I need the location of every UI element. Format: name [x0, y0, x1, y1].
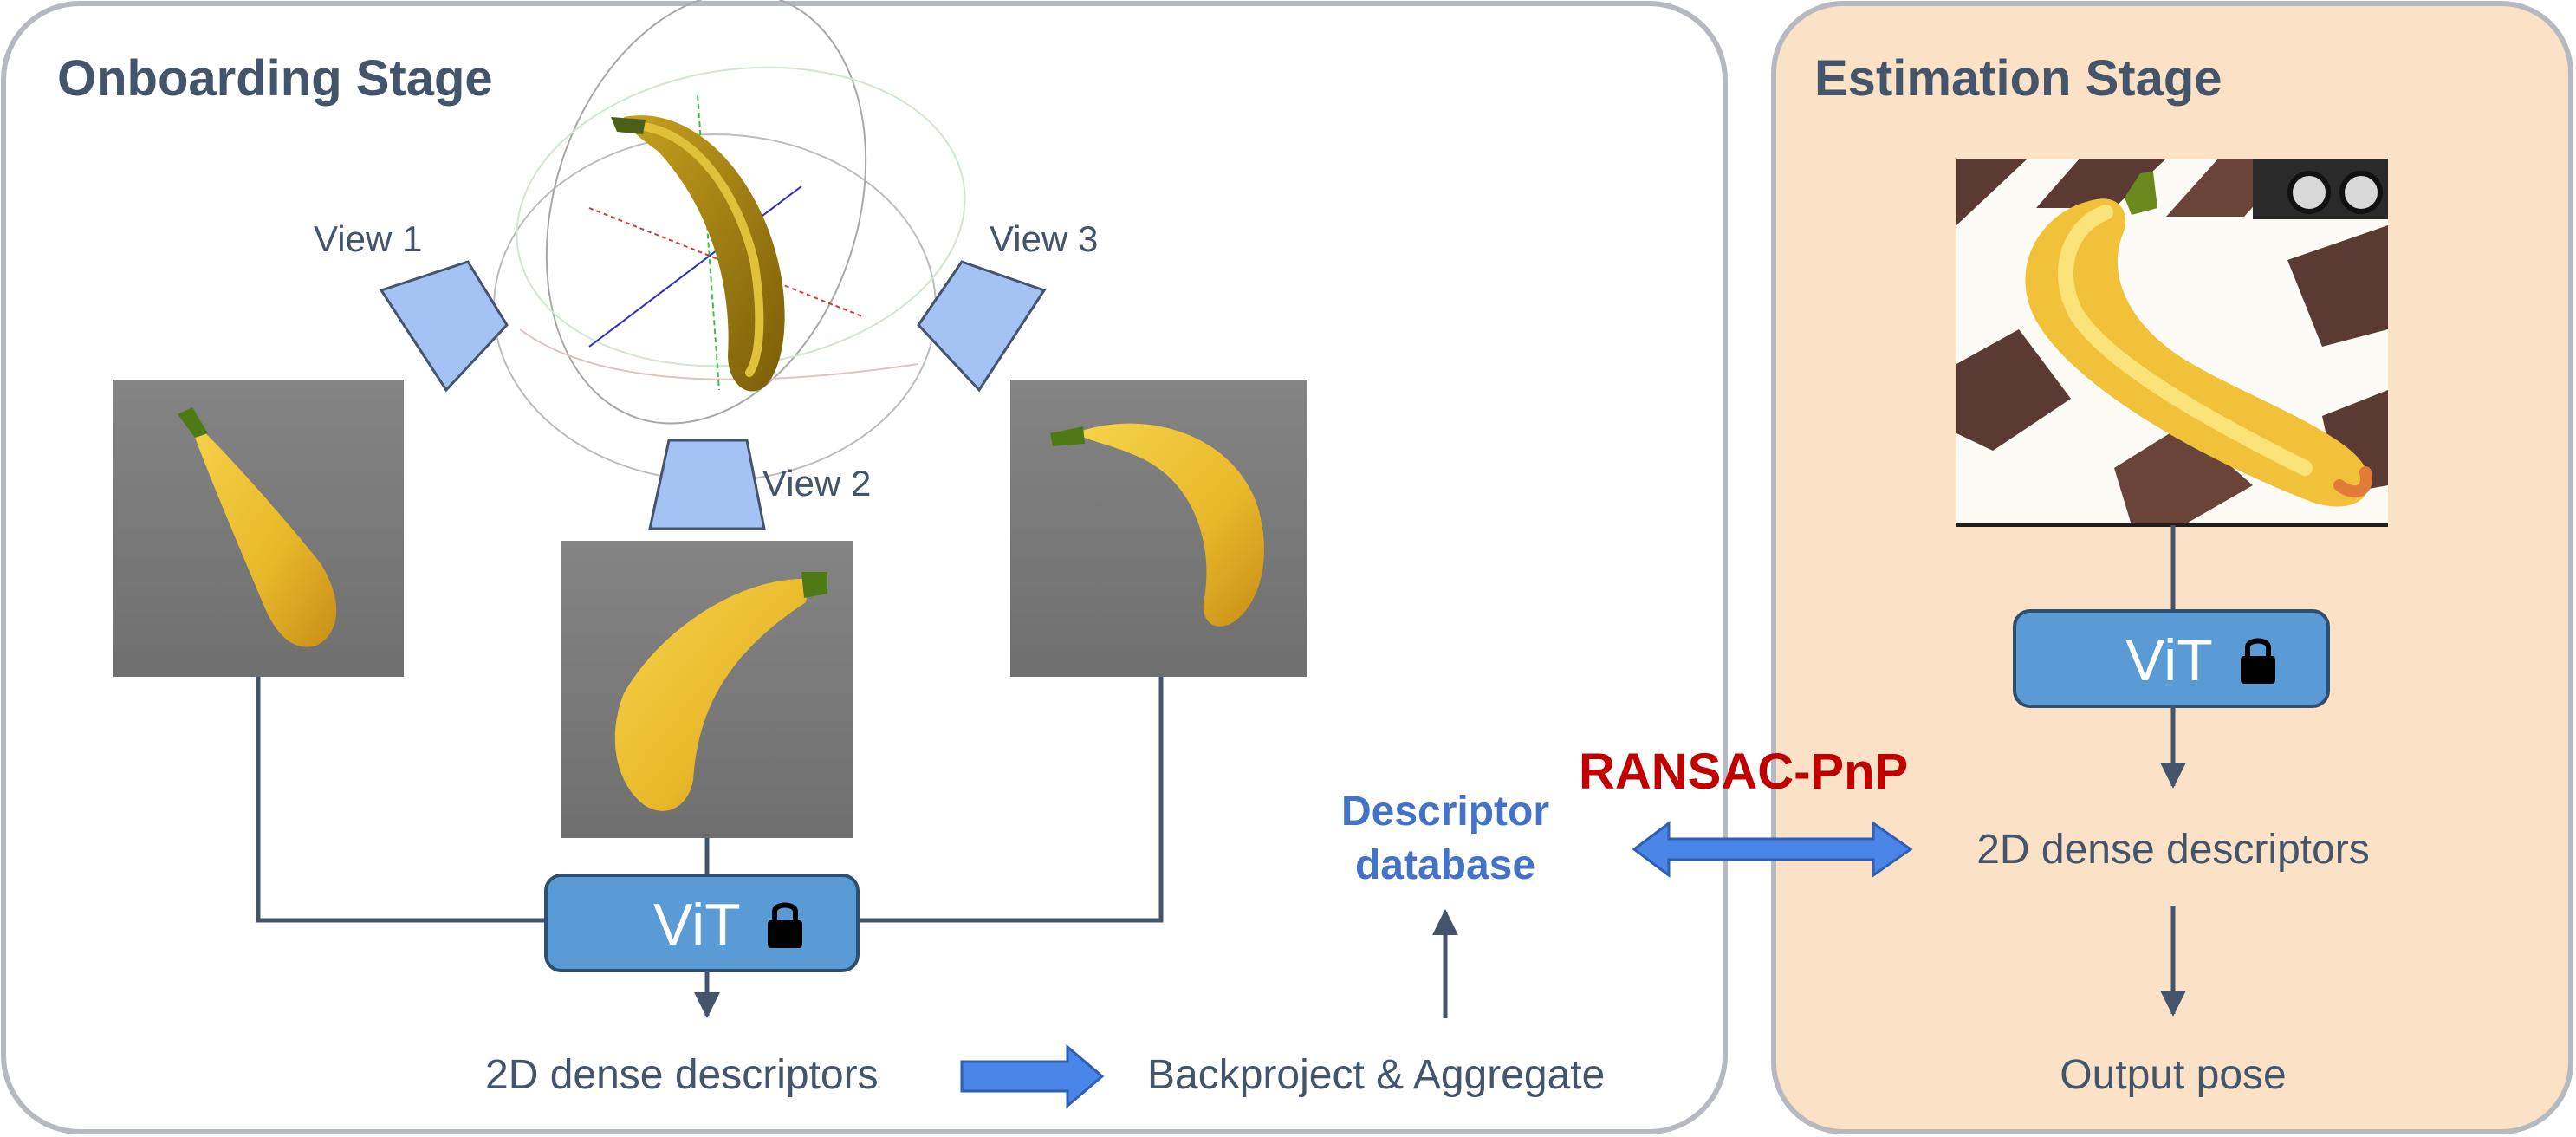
- vit-label-onboarding: ViT: [653, 892, 741, 958]
- arrow-to-backproject: [960, 1043, 1105, 1109]
- camera-view-1: [379, 260, 509, 393]
- descriptors-label-estimation: 2D dense descriptors: [1976, 827, 2370, 873]
- vit-label-estimation: ViT: [2125, 627, 2213, 693]
- render-view-2: [561, 541, 853, 838]
- render-view-3: [1010, 380, 1307, 677]
- camera-icon: [648, 439, 766, 530]
- camera-icon: [379, 260, 509, 393]
- lock-icon: [2241, 638, 2275, 684]
- coordinate-axes: [588, 94, 863, 391]
- estimation-title: Estimation Stage: [1814, 50, 2222, 107]
- camera-icon: [917, 260, 1047, 393]
- orbit-sphere: [493, 0, 966, 482]
- view-1-label: View 1: [314, 218, 422, 259]
- onboarding-title: Onboarding Stage: [57, 50, 493, 107]
- output-pose-label: Output pose: [2060, 1052, 2287, 1098]
- lock-icon: [768, 902, 802, 948]
- backproject-label: Backproject & Aggregate: [1147, 1052, 1605, 1098]
- render-view-1: [113, 380, 404, 677]
- camera-view-2: [648, 439, 766, 530]
- descriptors-label-onboarding: 2D dense descriptors: [485, 1052, 879, 1098]
- vit-block-onboarding: ViT: [544, 874, 860, 972]
- query-image: [1956, 159, 2388, 525]
- database-label-line2: database: [1355, 842, 1535, 888]
- banana-render: [611, 115, 785, 392]
- ransac-double-arrow: [1632, 821, 1913, 878]
- view-2-label: View 2: [762, 463, 871, 504]
- database-label-line1: Descriptor: [1341, 789, 1549, 835]
- vit-block-estimation: ViT: [2013, 609, 2330, 708]
- onboarding-connectors: [256, 677, 1164, 923]
- camera-view-3: [917, 260, 1047, 393]
- ransac-label: RANSAC-PnP: [1579, 744, 1908, 800]
- view-3-label: View 3: [990, 218, 1098, 259]
